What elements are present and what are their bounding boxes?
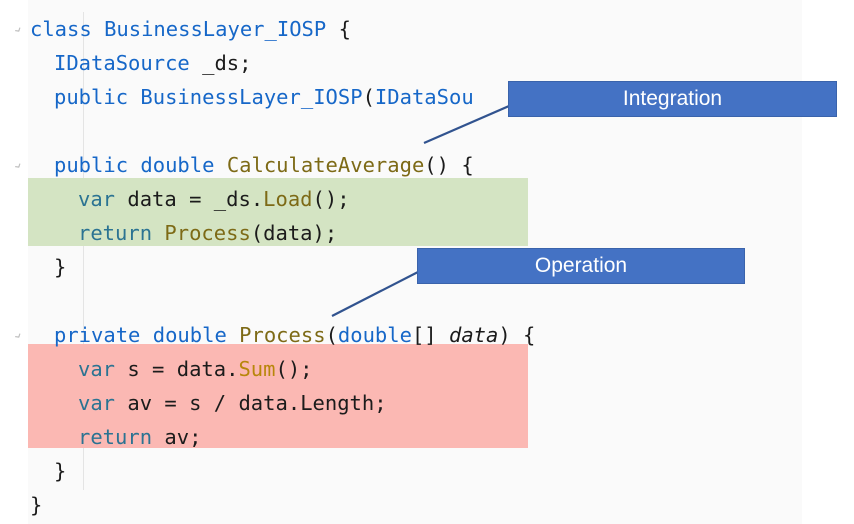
- code-token: [152, 221, 164, 245]
- code-token: var: [78, 391, 116, 415]
- code-token: return: [78, 221, 153, 245]
- code-line: public BusinessLayer_IOSP(IDataSou: [54, 80, 474, 114]
- code-token: [190, 51, 202, 75]
- code-token: private: [54, 323, 141, 347]
- code-token: .: [226, 357, 239, 381]
- code-token: [115, 357, 127, 381]
- code-token: [128, 153, 140, 177]
- collapse-chevron-icon[interactable]: ⌄: [7, 148, 26, 182]
- code-token: BusinessLayer_IOSP: [140, 85, 363, 109]
- code-token: s: [127, 357, 140, 381]
- code-token: data: [263, 221, 313, 245]
- code-token: Sum: [238, 357, 276, 381]
- collapse-chevron-icon[interactable]: ⌄: [7, 12, 26, 46]
- code-token: ;: [189, 425, 202, 449]
- code-line: IDataSource _ds;: [54, 46, 251, 80]
- chevron-glyph: ⌄: [7, 154, 27, 175]
- code-token: Length: [300, 391, 375, 415]
- code-token: av: [127, 391, 153, 415]
- code-token: public: [54, 153, 129, 177]
- chevron-glyph: ⌄: [7, 18, 27, 39]
- code-token: /: [201, 391, 239, 415]
- code-line: return av;: [78, 420, 201, 454]
- collapse-chevron-icon[interactable]: ⌄: [7, 318, 26, 352]
- callout-integration-label: Integration: [622, 87, 723, 110]
- highlight-band-operation: [28, 344, 528, 448]
- chevron-glyph: ⌄: [7, 324, 27, 345]
- code-token: class: [30, 17, 92, 41]
- indent-guide-line: [83, 12, 84, 490]
- code-token: public: [54, 85, 129, 109]
- code-token: [92, 17, 104, 41]
- code-line: var av = s / data.Length;: [78, 386, 387, 420]
- code-line: var s = data.Sum();: [78, 352, 313, 386]
- code-line: private double Process(double[] data) {: [54, 318, 535, 352]
- code-token: s: [189, 391, 202, 415]
- code-token: double: [337, 323, 412, 347]
- code-token: return: [78, 425, 153, 449]
- code-token: data: [238, 391, 288, 415]
- code-token: BusinessLayer_IOSP: [104, 17, 327, 41]
- code-token: (: [362, 85, 375, 109]
- code-token: (: [250, 221, 264, 245]
- code-token: ();: [312, 187, 350, 211]
- code-line: class BusinessLayer_IOSP {: [30, 12, 351, 46]
- code-token: ;: [239, 51, 252, 75]
- code-token: double: [140, 153, 215, 177]
- code-token: =: [176, 187, 214, 211]
- highlight-band-integration: [28, 178, 528, 246]
- code-token: {: [326, 17, 351, 41]
- code-token: =: [139, 357, 177, 381]
- code-token: []: [411, 323, 449, 347]
- code-token: [115, 391, 127, 415]
- code-token: ();: [275, 357, 313, 381]
- code-token: _ds: [202, 51, 240, 75]
- code-token: ) {: [498, 323, 536, 347]
- callout-integration[interactable]: Integration: [508, 81, 837, 117]
- code-token: CalculateAverage: [226, 153, 425, 177]
- code-token: }: [30, 493, 43, 517]
- code-token: =: [152, 391, 190, 415]
- code-token: [128, 85, 140, 109]
- code-token: var: [78, 357, 116, 381]
- code-token: data: [127, 187, 177, 211]
- code-token: IDataSource: [54, 51, 190, 75]
- code-line: }: [30, 488, 42, 522]
- code-line: }: [54, 250, 66, 284]
- code-token: _ds: [213, 187, 251, 211]
- code-line: var data = _ds.Load();: [78, 182, 350, 216]
- code-line: public double CalculateAverage() {: [54, 148, 474, 182]
- callout-operation[interactable]: Operation: [417, 248, 745, 284]
- code-token: ;: [374, 391, 387, 415]
- code-token: [227, 323, 239, 347]
- code-token: Load: [263, 187, 313, 211]
- code-token: av: [164, 425, 190, 449]
- code-token: data: [176, 357, 227, 381]
- code-token: );: [312, 221, 338, 245]
- code-token: [152, 425, 164, 449]
- code-token: [115, 187, 127, 211]
- code-token: Process: [239, 323, 326, 347]
- code-token: var: [78, 187, 116, 211]
- callout-operation-label: Operation: [534, 254, 628, 277]
- code-token: .: [250, 187, 264, 211]
- code-token: .: [287, 391, 301, 415]
- code-token: data: [449, 323, 499, 347]
- code-token: }: [54, 459, 67, 483]
- code-line: return Process(data);: [78, 216, 337, 250]
- code-token: }: [54, 255, 67, 279]
- code-token: IDataSou: [374, 85, 474, 109]
- code-token: [214, 153, 226, 177]
- code-token: [140, 323, 152, 347]
- code-token: Process: [164, 221, 251, 245]
- code-line: }: [54, 454, 66, 488]
- code-token: double: [152, 323, 227, 347]
- code-token: () {: [424, 153, 474, 177]
- code-token: (: [325, 323, 338, 347]
